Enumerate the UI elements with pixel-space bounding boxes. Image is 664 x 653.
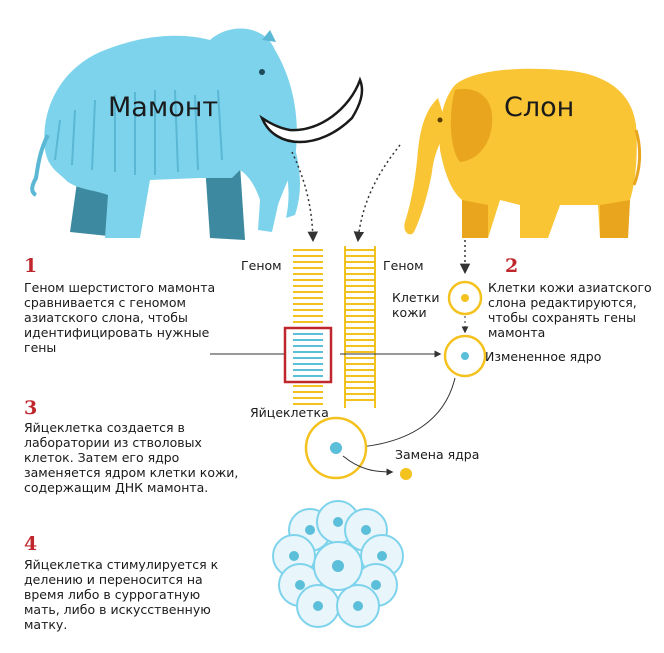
egg-cell-label: Яйцеклетка (250, 405, 329, 420)
step-2-text: Клетки кожи азиатского слона редактируют… (488, 280, 652, 340)
step-3-number: 3 (24, 397, 38, 419)
elephant-label: Слон (504, 92, 575, 123)
nucleus-replacement-label: Замена ядра (395, 447, 480, 462)
nucleus-removal-arrow (342, 455, 394, 476)
step-4-text: Яйцеклетка стимулируется к делению и пер… (24, 557, 219, 632)
genome-strip-right-rails (344, 246, 376, 408)
nucleus-transfer-arrow (358, 377, 456, 450)
elephant-genome-arrow (353, 144, 401, 243)
egg-cell-icon (304, 416, 368, 480)
step-2-number: 2 (505, 255, 519, 277)
skin-cells-label: Клетки кожи (392, 290, 440, 320)
step-1-number: 1 (24, 255, 38, 277)
genome-strip-left-highlight (293, 333, 323, 377)
modified-nucleus-label: Измененное ядро (485, 349, 602, 364)
mammoth-illustration (30, 28, 364, 240)
genome-strip-right (345, 249, 375, 401)
embryo-nuclei (289, 517, 387, 611)
mammoth-label: Мамонт (108, 92, 219, 123)
genome-right-label: Геном (383, 258, 424, 273)
highlight-box (283, 326, 333, 384)
skin-cell-icon (447, 280, 483, 316)
removed-nucleus-icon (400, 468, 412, 480)
mammoth-genome-arrow (291, 151, 319, 243)
step-3-text: Яйцеклетка создается в лаборатории из ст… (24, 420, 239, 495)
step-1-text: Геном шерстистого мамонта сравнивается с… (24, 280, 216, 355)
genome-left-label: Геном (241, 258, 282, 273)
step-4-number: 4 (24, 533, 38, 555)
modified-cell-icon (443, 334, 487, 378)
elephant-illustration (404, 68, 642, 239)
